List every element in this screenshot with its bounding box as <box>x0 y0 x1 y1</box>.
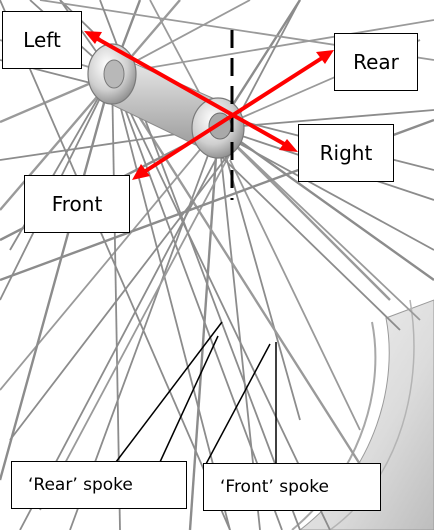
spoke <box>111 73 231 530</box>
spoke <box>188 127 220 530</box>
spoke <box>0 73 114 481</box>
hub <box>87 43 245 159</box>
spoke <box>237 139 434 281</box>
spoke <box>39 149 233 511</box>
arrowhead-front <box>132 164 150 180</box>
direction-arrows <box>84 31 334 180</box>
spoke <box>229 159 361 431</box>
leader-front-spoke-1 <box>205 343 271 465</box>
spoke <box>0 0 231 530</box>
label-rear-spoke: ‘Rear’ spoke <box>11 461 187 509</box>
spoke <box>111 73 283 530</box>
spoke <box>19 0 301 530</box>
label-rear: Rear <box>334 33 418 91</box>
leader-rear-spoke-2 <box>159 335 219 463</box>
arrowhead-rear <box>316 50 334 64</box>
leader-lines <box>115 321 277 465</box>
label-right: Right <box>298 124 394 182</box>
spoke <box>0 127 219 391</box>
label-left: Left <box>2 11 82 69</box>
arrow-front-rear <box>142 56 324 174</box>
spoke <box>111 73 331 530</box>
arrowhead-left <box>84 31 102 44</box>
leader-rear-spoke-1 <box>115 321 223 463</box>
spoke <box>217 127 421 321</box>
arrow-left-right <box>95 36 287 147</box>
spoke <box>217 127 301 421</box>
label-front: Front <box>24 175 130 233</box>
spoke <box>217 127 391 301</box>
label-front-spoke: ‘Front’ spoke <box>203 463 381 511</box>
spoke <box>110 73 372 481</box>
arrowhead-right <box>279 139 298 152</box>
spoke <box>111 19 434 75</box>
